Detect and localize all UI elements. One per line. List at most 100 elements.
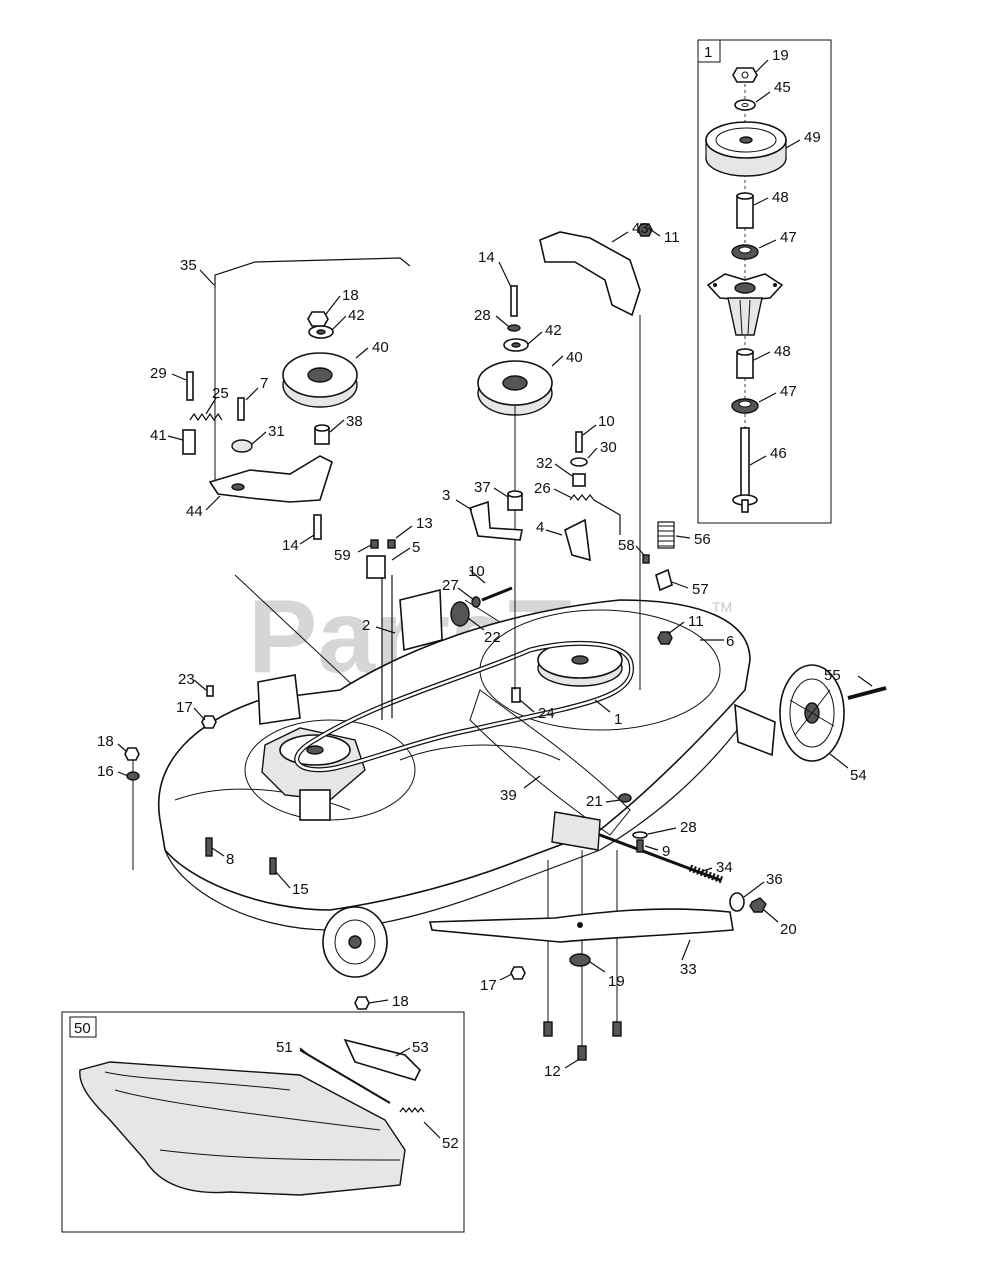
callout-labels: 19 45 49 48 47 48 47 46 43 11 35 18 42 4… bbox=[97, 47, 867, 1152]
idler-arm-44 bbox=[208, 455, 333, 503]
deck-adjust-rod-thread bbox=[688, 864, 724, 884]
nut-18c bbox=[354, 996, 370, 1010]
bolt-55 bbox=[847, 686, 887, 700]
callout-23: 23 bbox=[178, 671, 195, 688]
callout-17: 17 bbox=[176, 699, 193, 716]
callout-19: 19 bbox=[608, 973, 625, 990]
leader-44 bbox=[205, 495, 221, 511]
leader-16 bbox=[117, 771, 129, 777]
callout-32: 32 bbox=[536, 455, 553, 472]
leader-39 bbox=[523, 775, 541, 789]
callout-46: 46 bbox=[770, 445, 787, 462]
bolt-15 bbox=[269, 857, 277, 875]
deck-pulley-right-hub bbox=[571, 655, 589, 665]
leader-29 bbox=[171, 373, 187, 381]
discharge-chute bbox=[79, 1061, 406, 1196]
deck-bracket-left bbox=[257, 674, 301, 725]
bracket-43 bbox=[539, 231, 641, 317]
callout-2: 2 bbox=[362, 617, 370, 634]
callout-55: 55 bbox=[824, 667, 841, 684]
callout-10: 10 bbox=[598, 413, 615, 430]
deck-contour-2 bbox=[399, 744, 561, 761]
leader-31 bbox=[251, 431, 267, 445]
callout-12: 12 bbox=[544, 1063, 561, 1080]
leader-57 bbox=[671, 581, 689, 589]
washer-28b bbox=[632, 831, 648, 839]
leader-8 bbox=[211, 847, 225, 857]
leader-7 bbox=[245, 387, 259, 401]
callout-51: 51 bbox=[276, 1039, 293, 1056]
nut-18b bbox=[124, 747, 140, 761]
leader-58 bbox=[635, 545, 646, 557]
callout-54: 54 bbox=[850, 767, 867, 784]
callout-11: 11 bbox=[664, 229, 680, 246]
idler-arm-assembly bbox=[182, 257, 411, 540]
spindle-housing bbox=[706, 273, 784, 336]
deck-bracket-right bbox=[734, 703, 776, 757]
nut-17b bbox=[510, 966, 526, 980]
leader-9 bbox=[644, 845, 659, 851]
washer-36 bbox=[729, 892, 745, 912]
idler-pulley-40a-hub bbox=[307, 367, 333, 383]
nut-59 bbox=[370, 539, 379, 549]
callout-45: 45 bbox=[774, 79, 791, 96]
callout-40: 40 bbox=[372, 339, 389, 356]
callout-18: 18 bbox=[97, 733, 114, 750]
callout-49: 49 bbox=[804, 129, 821, 146]
bolt-12b bbox=[577, 1045, 587, 1061]
callout-24: 24 bbox=[538, 705, 555, 722]
callout-41: 41 bbox=[150, 427, 167, 444]
callout-29: 29 bbox=[150, 365, 167, 382]
callout-28: 28 bbox=[680, 819, 697, 836]
callout-58: 58 bbox=[618, 537, 635, 554]
callout-11: 11 bbox=[688, 613, 704, 630]
callout-19: 19 bbox=[772, 47, 789, 64]
leader-33 bbox=[681, 939, 691, 961]
watermark-trademark: TM bbox=[712, 599, 732, 615]
callout-16: 16 bbox=[97, 763, 114, 780]
callout-10: 10 bbox=[468, 563, 485, 580]
leader-1 bbox=[594, 699, 611, 713]
leader-11b bbox=[667, 621, 685, 635]
callout-18: 18 bbox=[342, 287, 359, 304]
nut-17a bbox=[201, 715, 217, 729]
callout-42: 42 bbox=[348, 307, 365, 324]
leader-47b bbox=[758, 392, 777, 403]
callout-9: 9 bbox=[662, 843, 670, 860]
leader-38 bbox=[329, 419, 345, 433]
spring-56-coils bbox=[658, 525, 674, 547]
deck-skirt-edge bbox=[164, 719, 746, 931]
spacer-38-top bbox=[314, 424, 330, 432]
spindle-pulley-groove bbox=[715, 127, 777, 153]
rod-51 bbox=[299, 1049, 391, 1104]
leader-40a bbox=[355, 347, 369, 359]
idler-pulley-22 bbox=[450, 601, 470, 627]
leader-54 bbox=[829, 753, 849, 769]
callout-48: 48 bbox=[772, 189, 789, 206]
leader-56 bbox=[675, 535, 691, 539]
bracket-5 bbox=[366, 555, 386, 579]
spindle-spacer-upper bbox=[736, 195, 754, 229]
bolt-10a bbox=[575, 431, 583, 453]
callout-26: 26 bbox=[534, 480, 551, 497]
callout-38: 38 bbox=[346, 413, 363, 430]
fitting-58 bbox=[642, 554, 650, 564]
leader-19a bbox=[755, 59, 769, 73]
callout-6: 6 bbox=[726, 633, 734, 650]
bracket-4 bbox=[564, 518, 591, 562]
washer-27 bbox=[471, 596, 481, 608]
leader-48a bbox=[753, 197, 769, 206]
spindle-inset-label-box bbox=[697, 39, 721, 63]
leader-10b bbox=[469, 569, 486, 584]
callout-5: 5 bbox=[412, 539, 420, 556]
leader-14a bbox=[498, 261, 512, 288]
leader-26 bbox=[553, 488, 573, 499]
deck-wheel-left bbox=[322, 906, 388, 978]
spindle-shaft bbox=[740, 427, 750, 499]
bolt-8 bbox=[205, 837, 213, 857]
callout-30: 30 bbox=[600, 439, 617, 456]
washer-31 bbox=[231, 439, 253, 453]
spindle-nut-hole bbox=[741, 71, 749, 79]
callout-8: 8 bbox=[226, 851, 234, 868]
